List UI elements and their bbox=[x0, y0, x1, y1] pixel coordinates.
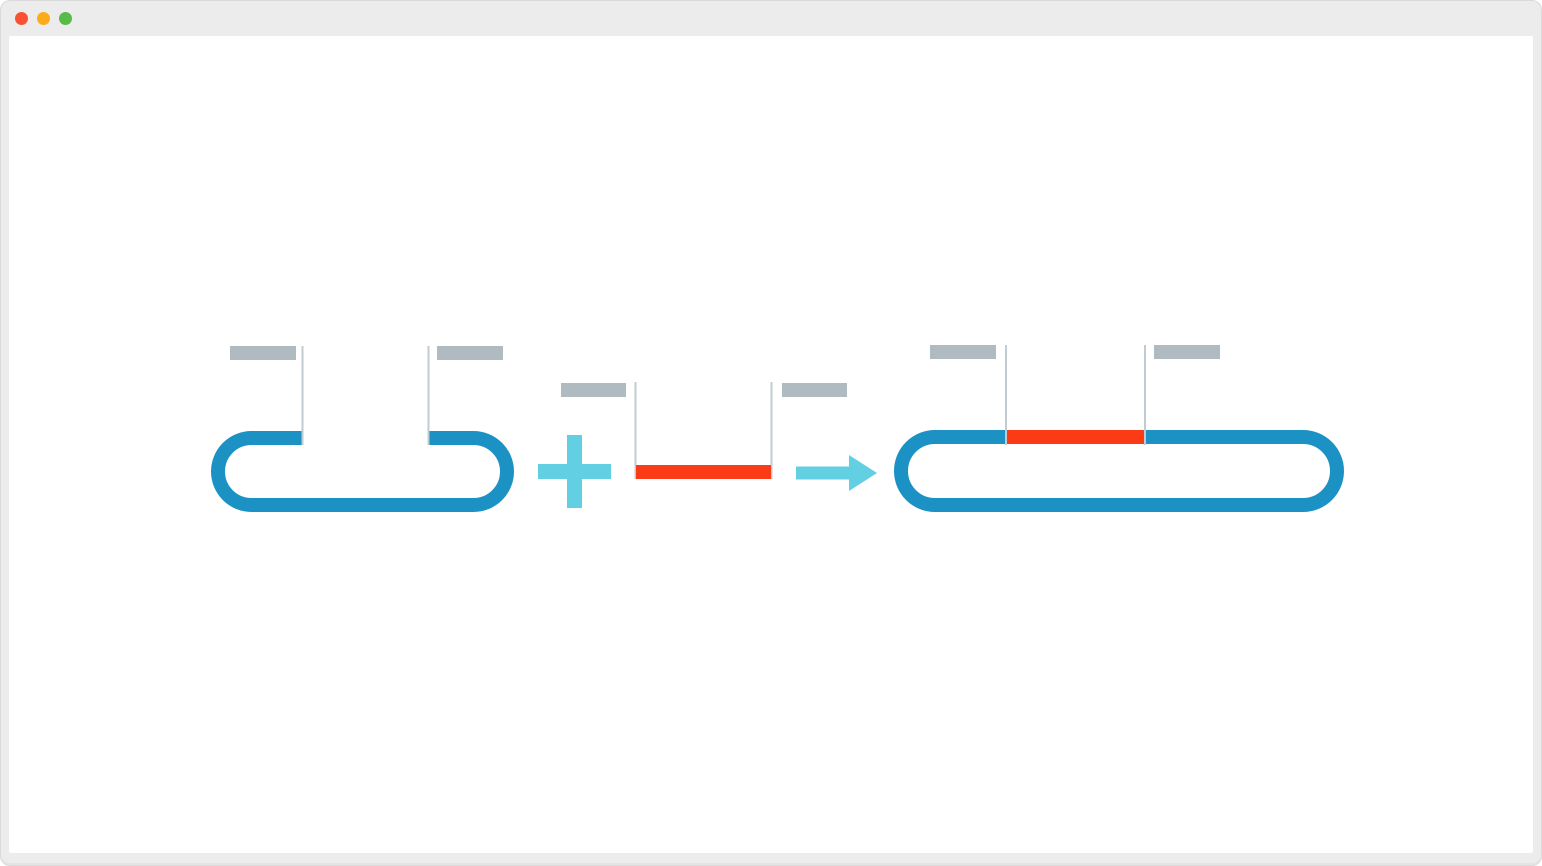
cut-site-flag-left bbox=[230, 346, 296, 360]
insert-bar bbox=[636, 465, 771, 479]
insert-flag-left bbox=[561, 383, 626, 397]
insert-fragment bbox=[561, 382, 847, 479]
minimize-button[interactable] bbox=[37, 12, 50, 25]
arrow-right-icon bbox=[796, 455, 877, 491]
ligated-plasmid bbox=[894, 345, 1344, 512]
window-titlebar bbox=[1, 1, 1541, 36]
integrated-insert-segment bbox=[1007, 430, 1144, 444]
maximize-button[interactable] bbox=[59, 12, 72, 25]
cut-gap-mask bbox=[303, 426, 428, 448]
cut-plasmid-backbone bbox=[211, 431, 514, 512]
close-button[interactable] bbox=[15, 12, 28, 25]
junction-flag-right bbox=[1154, 345, 1220, 359]
cut-plasmid bbox=[211, 346, 514, 512]
insert-flag-right bbox=[782, 383, 847, 397]
junction-flag-left bbox=[930, 345, 996, 359]
ligated-plasmid-backbone bbox=[894, 430, 1344, 512]
cut-site-flag-right bbox=[437, 346, 503, 360]
plus-icon bbox=[538, 435, 611, 508]
